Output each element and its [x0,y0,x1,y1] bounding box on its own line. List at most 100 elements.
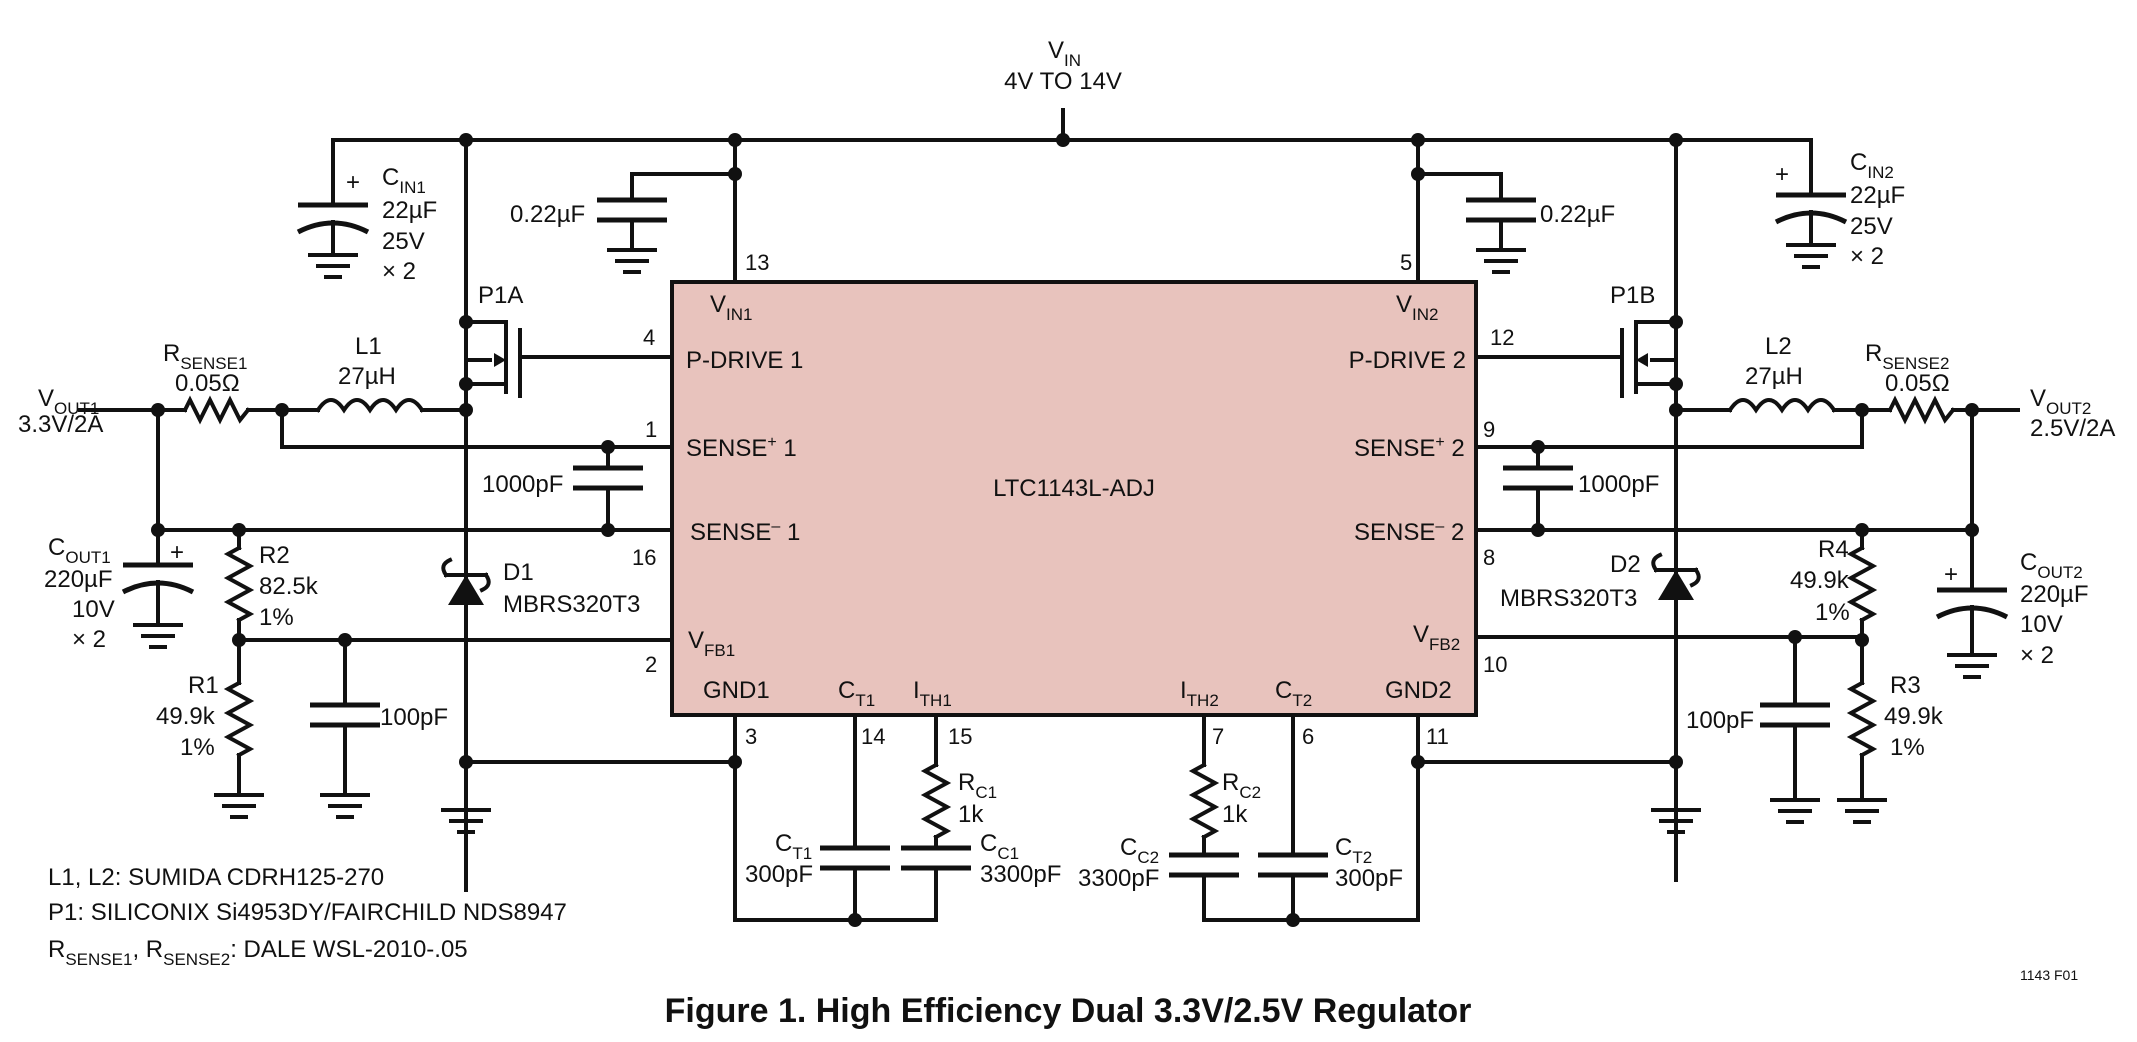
resistor-r3 [1837,638,1887,824]
inductor-l2-value: 27µH [1745,363,1803,390]
ct2-value: 300pF [1335,865,1403,892]
pin-pdrive1-label: P-DRIVE 1 [686,347,803,374]
resistor-r3-tol: 1% [1890,734,1925,761]
pin-number-2: 2 [645,652,657,677]
cout2-value: 220µF [2020,581,2089,608]
resistor-r4-label: R4 [1818,536,1849,563]
vout2-label: VOUT2 [2030,385,2091,418]
resistor-r3-value: 49.9k [1884,703,1944,730]
vin-label: VIN [1048,37,1081,70]
ic-name: LTC1143L-ADJ [993,475,1155,502]
pin-ith2-label: ITH2 [1180,677,1219,710]
diode-d1-part: MBRS320T3 [503,591,640,618]
cin2-capacitor [1774,138,1848,269]
cc2-capacitor [1169,852,1239,922]
bypass-capacitor-2-value: 0.22µF [1540,201,1615,228]
inductor-l2 [1674,398,1864,414]
cin2-voltage: 25V [1850,213,1893,240]
pin-number-8: 8 [1483,545,1495,570]
figure-caption: Figure 1. High Efficiency Dual 3.3V/2.5V… [665,992,1472,1030]
sense-capacitor-1-value: 1000pF [482,471,563,498]
pin-number-7: 7 [1212,724,1224,749]
pin-vfb2-label: VFB2 [1413,621,1460,654]
pin-gnd2-label: GND2 [1385,677,1452,704]
cout2-label: COUT2 [2020,549,2083,582]
resistor-r2 [223,528,255,642]
rsense2-label: RSENSE2 [1865,340,1949,373]
ic-body [670,280,1478,717]
cin1-capacitor [296,138,370,279]
resistor-r4-tol: 1% [1815,599,1850,626]
diode-d2 [1651,552,1701,834]
pin-number-16: 16 [632,545,656,570]
pin-sensen2-label: SENSE– 2 [1354,518,1464,546]
cout1-capacitor [121,528,195,649]
pin-number-14: 14 [861,724,885,749]
vout2-value: 2.5V/2A [2030,415,2115,442]
rc2-value: 1k [1222,801,1248,828]
resistor-r1-tol: 1% [180,734,215,761]
ct1-value: 300pF [745,861,813,888]
pin-number-15: 15 [948,724,972,749]
pin-number-11: 11 [1426,724,1449,749]
cin2-label: CIN2 [1850,149,1894,182]
cout2-plus: + [1944,561,1958,588]
ct1-label: CT1 [775,830,812,863]
pin-vin1-label: VIN1 [710,291,752,324]
fb-capacitor-2-value: 100pF [1686,707,1754,734]
cin1-plus: + [346,169,360,196]
pin-sensep2-label: SENSE+ 2 [1354,434,1465,462]
cout1-voltage: 10V [72,596,115,623]
pin-number-13: 13 [745,250,769,275]
inductor-l1 [280,398,468,414]
inductor-l1-value: 27µH [338,363,396,390]
resistor-r3-label: R3 [1890,672,1921,699]
bypass-capacitor-1 [597,172,737,274]
pin-number-1: 1 [645,417,657,442]
pin-sensen1-label: SENSE– 1 [690,518,800,546]
resistor-r1 [214,638,264,819]
vfb2-net [1474,635,1864,824]
cc2-value: 3300pF [1078,865,1159,892]
pin-vin2-label: VIN2 [1396,291,1438,324]
junction-dots [151,133,1979,927]
diode-d1 [441,557,491,892]
rc2-resistor [1188,713,1220,857]
bypass-capacitor-2 [1416,172,1536,274]
vout1-label: VOUT1 [38,385,99,418]
rsense1-value: 0.05Ω [175,370,240,397]
pin-number-10: 10 [1483,652,1507,677]
cout2-capacitor [1935,528,2009,679]
cc2-label: CC2 [1120,834,1159,867]
cin1-voltage: 25V [382,228,425,255]
cin1-value: 22µF [382,197,437,224]
pin-ct1-label: CT1 [838,677,875,710]
sense1-network [156,408,674,532]
cout2-voltage: 10V [2020,611,2063,638]
resistor-r4 [1846,528,1878,642]
gnd1-bus [464,713,938,922]
note-inductors: L1, L2: SUMIDA CDRH125-270 [48,864,384,891]
pin-number-5: 5 [1400,250,1412,275]
rsense1-label: RSENSE1 [163,340,247,373]
diode-d1-label: D1 [503,559,534,586]
resistor-r2-value: 82.5k [259,573,319,600]
pin-number-6: 6 [1302,724,1314,749]
vout1-value: 3.3V/2A [18,411,103,438]
sense2-network [1474,408,1974,532]
cout1-label: COUT1 [48,534,111,567]
gnd2-bus [1202,713,1678,922]
inductor-l2-label: L2 [1765,333,1792,360]
rc1-resistor [920,713,952,850]
vin-range: 4V TO 14V [1004,68,1122,95]
pin-ith1-label: ITH1 [913,677,952,710]
cout1-qty: × 2 [72,626,106,653]
cin1-qty: × 2 [382,258,416,285]
figure-id: 1143 F01 [2020,967,2078,983]
rc1-value: 1k [958,801,984,828]
cc1-capacitor [901,845,971,922]
pin-pdrive2-label: P-DRIVE 2 [1349,347,1466,374]
mosfet-p1b-label: P1B [1610,282,1655,309]
inductor-l1-label: L1 [355,333,382,360]
